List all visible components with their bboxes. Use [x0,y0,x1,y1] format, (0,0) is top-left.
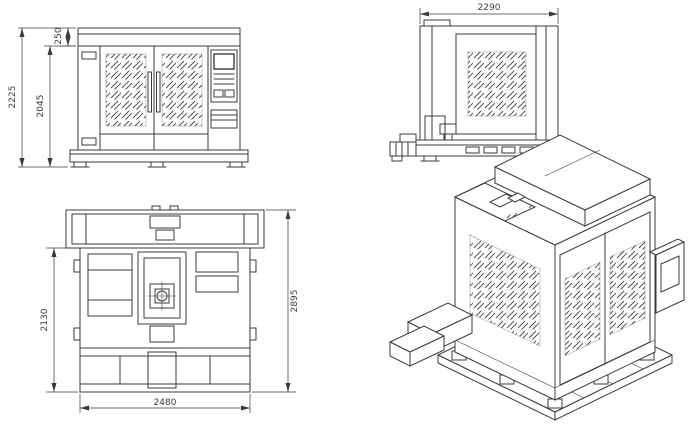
front-dim-body-height: 2045 [36,45,76,167]
plan-view: 2130 2895 2480 [40,205,300,413]
iso-right-door-vent-2 [609,240,646,336]
front-control-panel [210,49,238,129]
front-dim-total-height-label: 2225 [8,86,18,109]
front-base [69,149,249,168]
iso-left-vent-grid [469,234,541,347]
plan-dim-left-depth: 2130 [40,247,78,393]
iso-conveyor-steps [388,302,474,367]
plan-dim-width-label: 2480 [154,398,177,408]
plan-front-block [79,347,251,393]
isometric-view [388,134,686,421]
iso-open-compartment [453,182,537,222]
side-vent-grid [467,51,527,117]
plan-dim-width: 2480 [79,394,251,413]
front-dim-top-section-label: 250 [54,27,64,44]
plan-rear-block [65,205,265,249]
side-chip-conveyor [389,133,417,162]
front-dim-body-height-label: 2045 [36,95,46,118]
iso-control-panel [648,238,686,314]
side-dim-width-label: 2290 [478,3,501,13]
front-left-door-vent-grid [105,53,147,127]
side-view: 2290 [389,3,561,162]
front-dim-top-section: 250 [54,27,76,47]
plan-dim-total-depth: 2895 [252,209,300,393]
plan-dim-left-depth-label: 2130 [40,308,50,331]
front-right-door-vent-grid [161,53,203,127]
iso-right-door-vent-1 [564,261,601,357]
plan-mid-body [73,247,257,349]
plan-dim-total-depth-label: 2895 [290,290,300,313]
side-dim-width: 2290 [419,3,559,24]
front-view: 2225 2045 250 [8,27,249,168]
front-machine-body [77,27,241,151]
iso-door-frame [559,211,651,386]
